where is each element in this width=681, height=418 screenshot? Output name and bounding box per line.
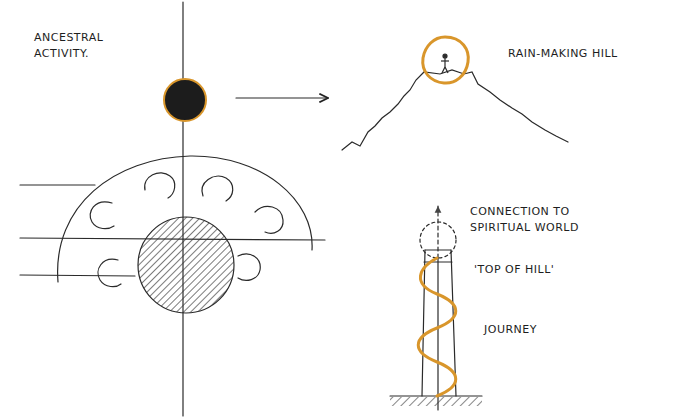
title-note: ANCESTRAL ACTIVITY. [34,30,116,62]
annotation: JOURNEY [484,322,574,338]
annotation: 'TOP OF HILL' [474,262,594,278]
annotation: CONNECTION TO SPIRITUAL WORLD [470,204,602,236]
place-label: RAIN-MAKING HILL [508,46,668,62]
